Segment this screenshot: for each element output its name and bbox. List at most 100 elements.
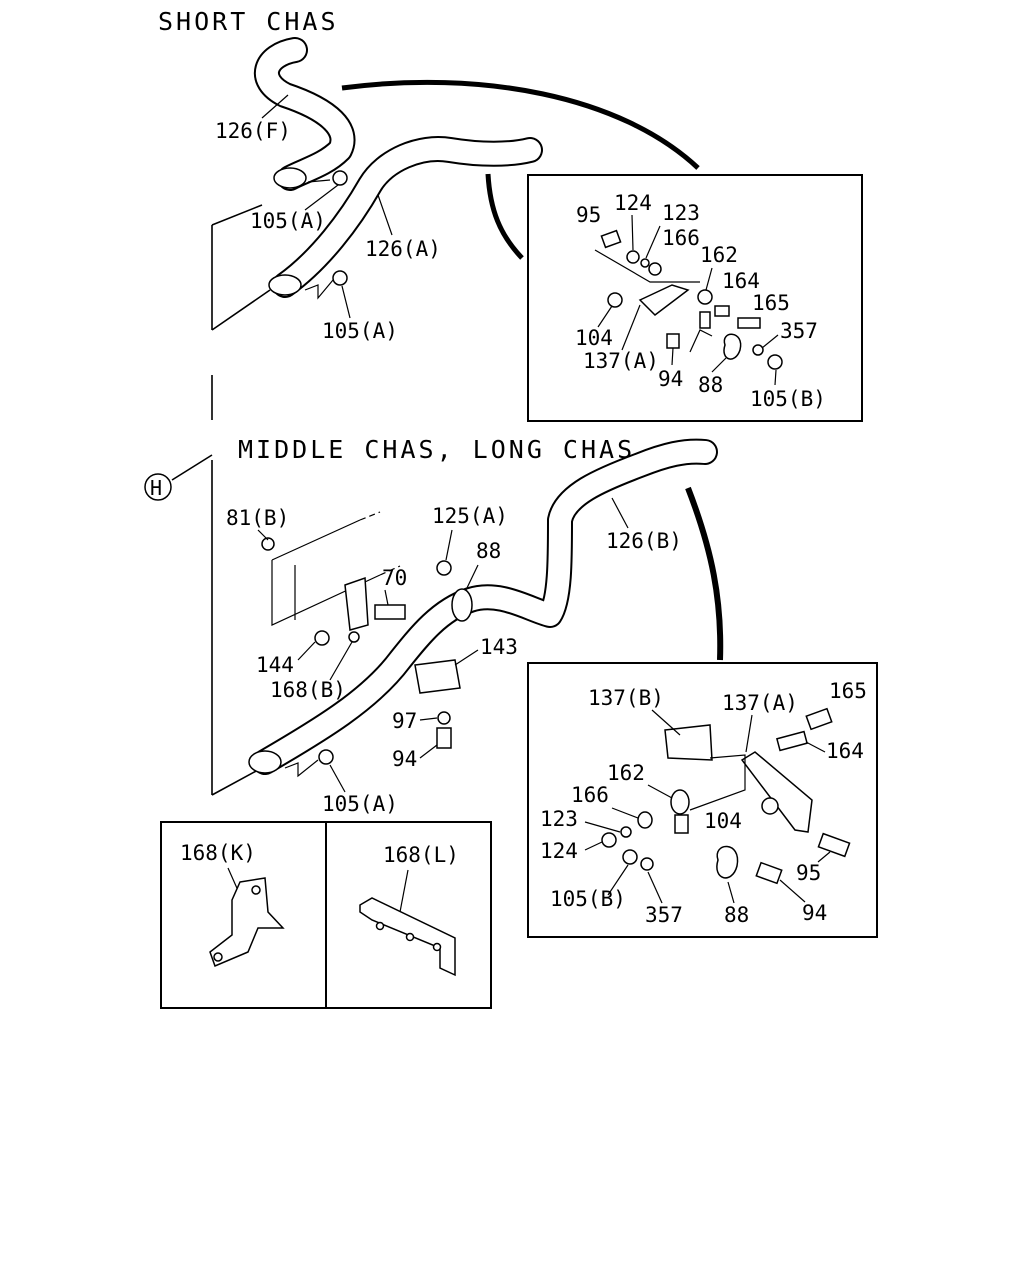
label-top-95: 95 <box>576 203 601 227</box>
leader-top-162 <box>705 267 713 291</box>
header-short-chas: SHORT CHAS <box>158 7 339 36</box>
washer-168B <box>348 631 360 643</box>
label-88-main: 88 <box>476 539 501 563</box>
label-bottom-124: 124 <box>540 839 578 863</box>
nut-105A-bottom <box>318 749 334 765</box>
arrow-from-pipe-top <box>485 173 524 260</box>
hole-168L-c <box>432 942 442 952</box>
label-bottom-104: 104 <box>704 809 742 833</box>
label-bottom-166: 166 <box>571 783 609 807</box>
label-bottom-123: 123 <box>540 807 578 831</box>
leader-143 <box>454 649 479 666</box>
detail-bottom-parts <box>601 707 851 885</box>
nut-105A-mid <box>332 270 348 286</box>
label-top-137A: 137(A) <box>583 349 659 373</box>
bracket-168L <box>359 897 456 977</box>
label-bottom-137A: 137(A) <box>722 691 798 715</box>
nut-144 <box>314 630 330 646</box>
label-105A-3: 105(A) <box>322 792 398 816</box>
label-bottom-94: 94 <box>802 901 827 925</box>
hole-168L-a <box>375 921 385 931</box>
label-70: 70 <box>382 566 407 590</box>
leader-top-137A <box>621 304 641 351</box>
leader-top-123 <box>645 225 661 259</box>
leader-top-357 <box>761 334 779 349</box>
label-top-94: 94 <box>658 367 683 391</box>
leader-bottom-166 <box>611 807 639 819</box>
label-bottom-164: 164 <box>826 739 864 763</box>
label-top-357: 357 <box>780 319 818 343</box>
callout-circle-h <box>144 473 172 501</box>
leader-bottom-123 <box>584 821 621 833</box>
stud-leaders <box>304 179 334 300</box>
label-94-main: 94 <box>392 747 417 771</box>
leader-bottom-357 <box>647 871 663 904</box>
label-bottom-105B: 105(B) <box>550 887 626 911</box>
leader-126A <box>377 194 393 236</box>
leader-168B <box>329 641 353 681</box>
label-144: 144 <box>256 653 294 677</box>
leader-94-main <box>419 744 438 759</box>
leader-bottom-105B <box>607 864 629 896</box>
arrow-to-detail-top <box>341 79 700 170</box>
leader-h-top <box>211 204 263 226</box>
leader-top-88 <box>711 357 727 373</box>
label-top-165: 165 <box>752 291 790 315</box>
label-top-166: 166 <box>662 226 700 250</box>
label-126F: 126(F) <box>215 119 291 143</box>
callout-letter-h: H <box>150 476 162 500</box>
label-top-88: 88 <box>698 373 723 397</box>
label-126A: 126(A) <box>365 237 441 261</box>
stud-leader-bottom <box>284 759 319 778</box>
label-bottom-357: 357 <box>645 903 683 927</box>
pipe-126B <box>252 438 718 775</box>
leader-88-main <box>465 564 479 591</box>
label-top-123: 123 <box>662 201 700 225</box>
flange-126B <box>248 750 282 774</box>
leader-105A-2 <box>341 285 351 319</box>
bracket-143 <box>414 659 461 694</box>
leader-bottom-95 <box>817 851 831 863</box>
label-125A: 125(A) <box>432 504 508 528</box>
leader-144 <box>297 641 316 661</box>
leader-top-104 <box>597 305 613 328</box>
label-168L: 168(L) <box>383 843 459 867</box>
label-105A-2: 105(A) <box>322 319 398 343</box>
washer-97 <box>437 711 451 725</box>
leader-126B <box>611 497 629 529</box>
label-81B: 81(B) <box>226 506 289 530</box>
bolt-94-main <box>436 727 452 749</box>
label-bottom-137B: 137(B) <box>588 686 664 710</box>
label-105A-1: 105(A) <box>250 209 326 233</box>
label-97: 97 <box>392 709 417 733</box>
leader-bottom-94 <box>779 879 806 903</box>
header-middle-long-chas: MIDDLE CHAS, LONG CHAS <box>238 435 635 464</box>
detail-box-top <box>527 174 863 422</box>
leader-bottom-124 <box>584 841 603 851</box>
label-top-164: 164 <box>722 269 760 293</box>
leader-70 <box>384 589 389 606</box>
pipe-126F <box>253 37 356 191</box>
leader-bottom-137B <box>651 709 681 736</box>
hole-168K-b <box>213 952 223 962</box>
label-168B: 168(B) <box>270 678 346 702</box>
frame-rail <box>271 511 406 631</box>
leader-top-105B <box>774 369 777 386</box>
bracket-168K <box>209 877 285 968</box>
label-bottom-95: 95 <box>796 861 821 885</box>
leader-105A-3 <box>329 764 346 793</box>
nut-105A-top <box>332 170 348 186</box>
leader-bottom-162 <box>647 784 673 799</box>
detail-top-parts <box>594 229 783 370</box>
leader-125A <box>445 529 453 561</box>
leader-callout-h <box>171 454 213 481</box>
arrow-to-detail-bottom <box>685 486 724 661</box>
label-bottom-165: 165 <box>829 679 867 703</box>
nut-125A <box>436 560 452 576</box>
leader-97 <box>419 717 438 721</box>
leader-81B <box>257 529 269 541</box>
label-top-104: 104 <box>575 326 613 350</box>
leader-168L <box>399 869 409 913</box>
label-top-124: 124 <box>614 191 652 215</box>
